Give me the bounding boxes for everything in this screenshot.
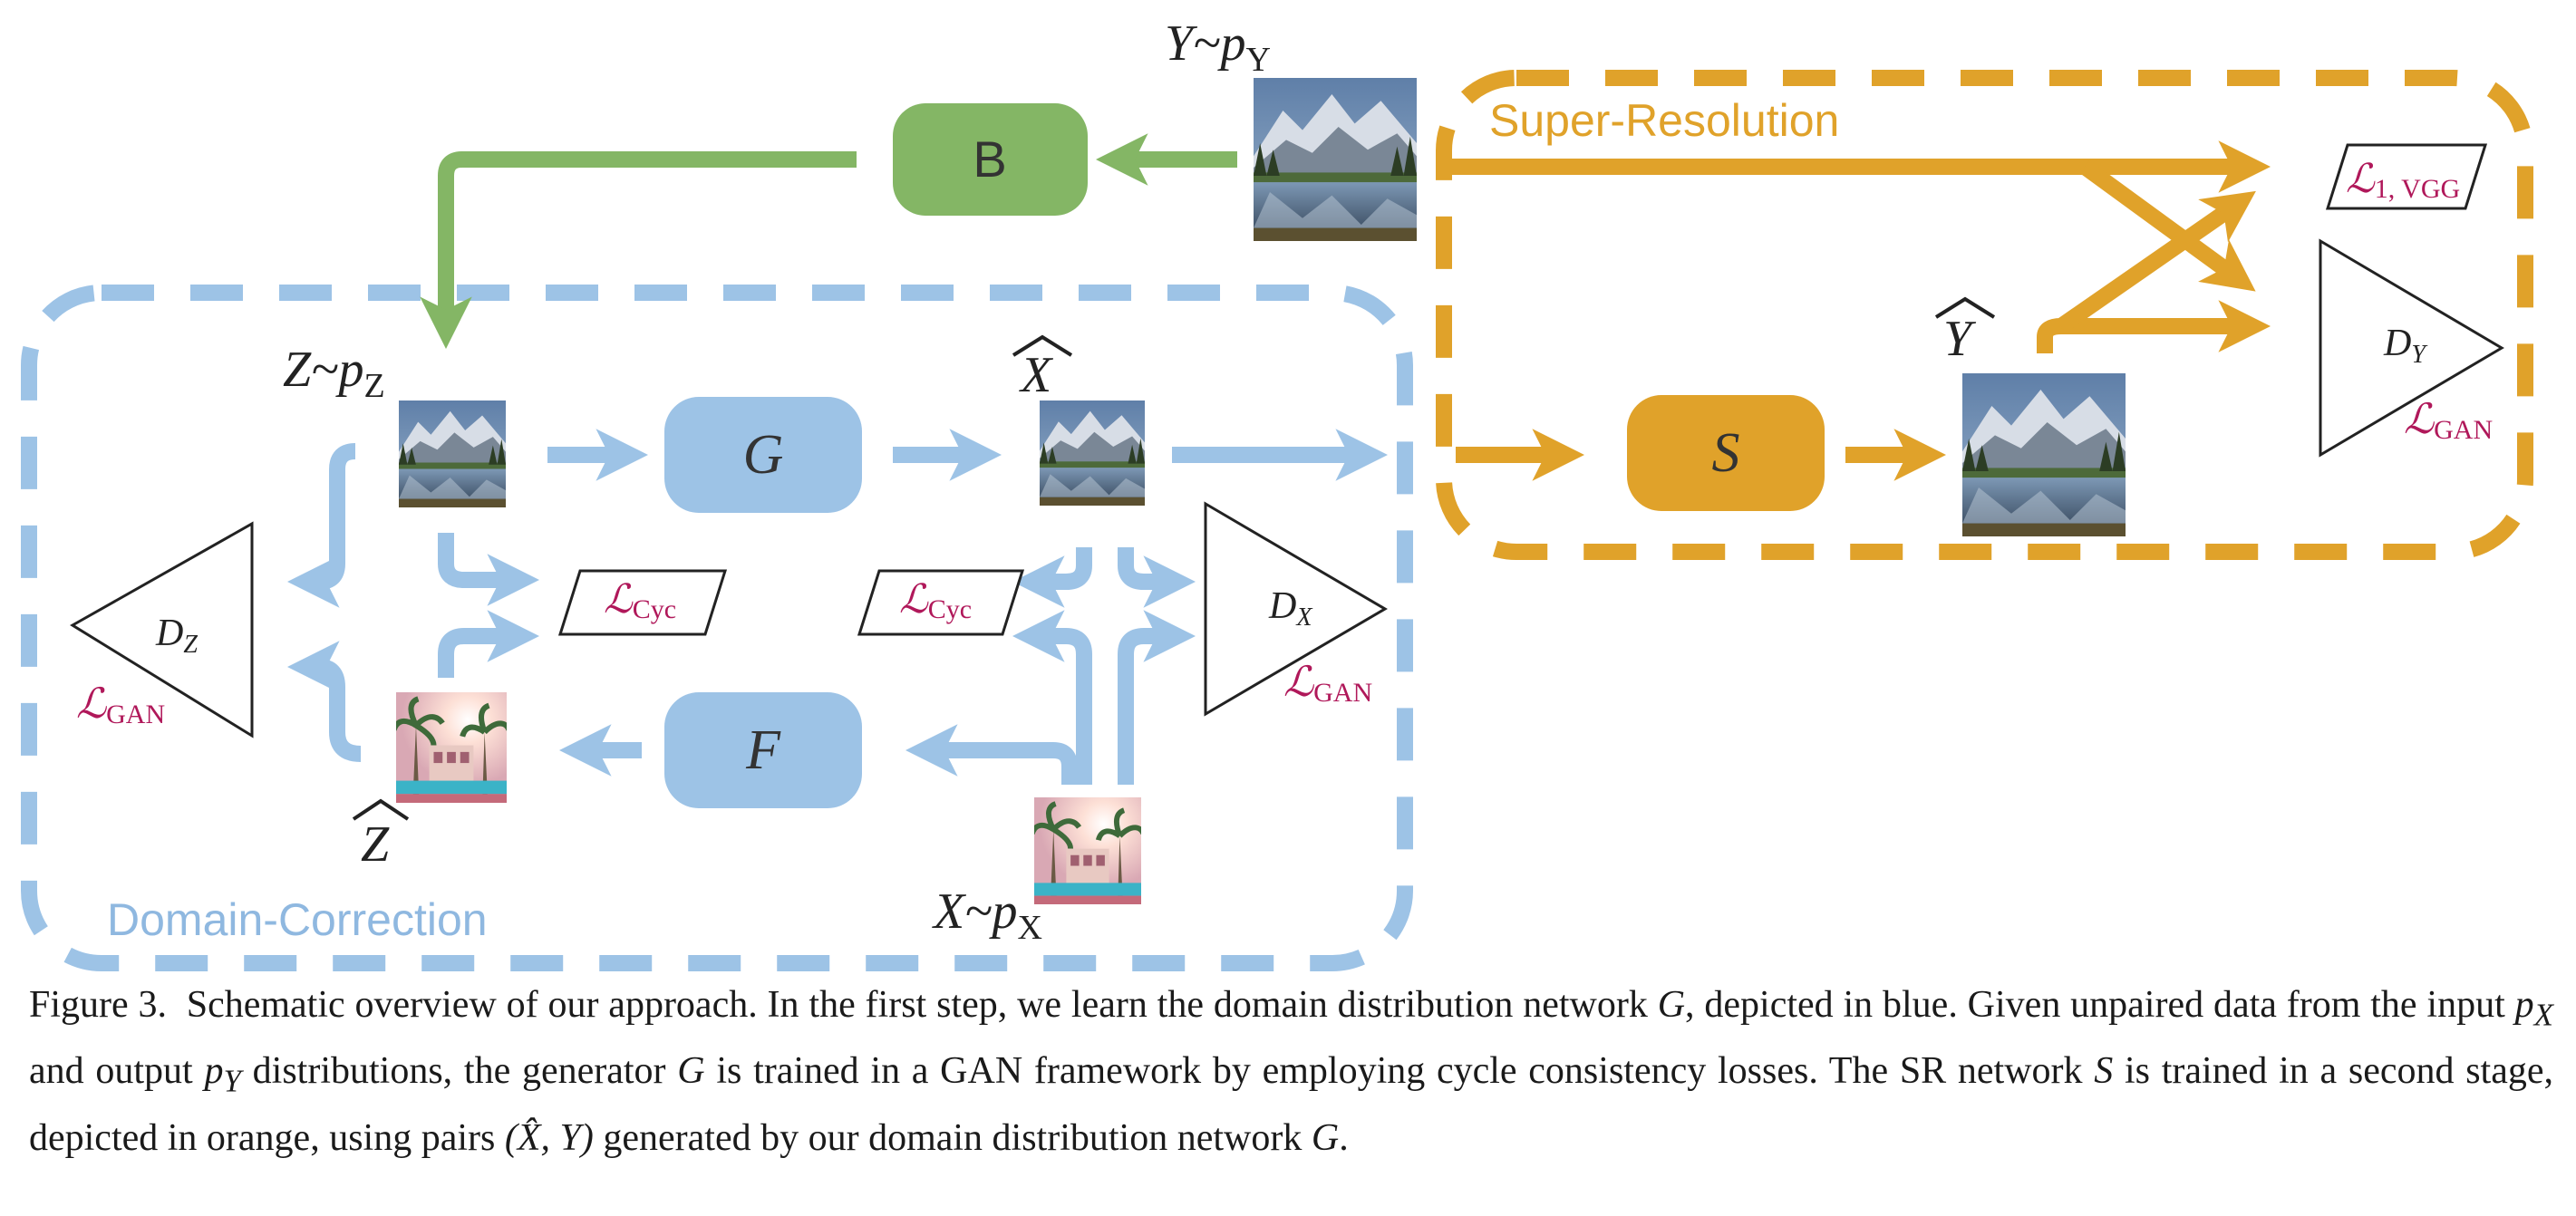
discriminator-dy — [2319, 238, 2504, 458]
arrow-y-to-dy — [2079, 159, 2256, 292]
image-z — [399, 401, 506, 507]
domain-correction-label: Domain-Correction — [107, 894, 488, 945]
loss-cyc-left: ℒCyc — [604, 577, 676, 624]
loss-gan-dx: ℒGAN — [1283, 659, 1372, 708]
arrow-z-to-dz — [286, 443, 356, 608]
caption-math-x-sub: X — [2533, 997, 2553, 1033]
caption-math-p2: p — [204, 1050, 224, 1093]
discriminator-dx — [1204, 501, 1388, 717]
arrow-xhat-to-dx — [1118, 547, 1196, 608]
label-x-hat: X — [1019, 347, 1054, 403]
caption-math-y-sub: Y — [223, 1063, 241, 1099]
loss-cyc-right: ℒCyc — [899, 577, 972, 624]
caption-label: Figure 3. — [29, 984, 168, 1026]
generator-f-label: F — [745, 719, 781, 781]
caption-part-0: Schematic overview of our approach. In t… — [186, 984, 1658, 1026]
caption-math-s: S — [2094, 1050, 2114, 1093]
arrow-zhat-to-cyc-left — [438, 610, 540, 678]
caption-part-16: . — [1339, 1116, 1349, 1159]
image-x — [1032, 797, 1144, 904]
arrow-x-to-dx — [1118, 610, 1196, 785]
domain-correction-region — [21, 285, 1413, 971]
label-y-hat: Y — [1943, 311, 1977, 367]
blur-block-label: B — [973, 130, 1006, 188]
label-x-sample: X~pX — [932, 883, 1042, 947]
arrow-xhat-to-cyc-right — [1012, 547, 1092, 608]
diagram-canvas: Domain-Correction Super-Resolution B G F… — [21, 15, 2533, 971]
super-resolution-label: Super-Resolution — [1489, 95, 1839, 146]
image-y — [1254, 78, 1417, 241]
discriminator-dz-label: DZ — [155, 613, 198, 659]
discriminator-dz — [70, 521, 254, 738]
loss-gan-dy: ℒGAN — [2404, 396, 2493, 445]
image-x-hat — [1040, 401, 1145, 506]
arrow-b-to-z — [420, 151, 857, 350]
loss-l1-vgg: ℒ1, VGG — [2346, 157, 2460, 204]
hat-x-hat — [1012, 334, 1073, 357]
caption-math-p1: p — [2514, 984, 2534, 1026]
image-z-hat — [394, 692, 509, 803]
hat-y-hat — [1934, 296, 1996, 319]
arrow-zhat-to-dz — [286, 641, 362, 762]
arrow-x-to-cyc-right — [1012, 610, 1092, 785]
label-y-sample: Y~pY — [1165, 15, 1271, 79]
caption-math-g1: G — [1657, 984, 1686, 1026]
caption-part-2: , depicted in blue. Given unpaired data … — [1685, 984, 2515, 1026]
image-y-hat — [1962, 373, 2126, 536]
super-res-label: S — [1712, 422, 1740, 484]
arrow-yhat-to-dy — [2037, 300, 2271, 353]
caption-part-5: and output — [29, 1050, 205, 1093]
caption-part-10: is trained in a GAN framework by employi… — [704, 1050, 2095, 1093]
caption-part-8: distributions, the generator — [240, 1050, 678, 1093]
caption-math-g3: G — [1311, 1116, 1340, 1159]
hat-z-hat — [352, 798, 410, 821]
label-z-hat: Z — [361, 816, 390, 873]
loss-cyc-left-box — [557, 569, 728, 636]
caption-part-14: generated by our domain distribution net… — [593, 1116, 1312, 1159]
arrow-yhat-to-l1vgg — [2056, 190, 2256, 333]
loss-l1-vgg-box — [2325, 143, 2488, 210]
arrow-x-to-f — [905, 724, 1078, 785]
figure-caption: Figure 3. Schematic overview of our appr… — [29, 977, 2553, 1166]
caption-math-g2: G — [677, 1050, 705, 1093]
blur-block — [893, 103, 1088, 216]
loss-gan-dz: ℒGAN — [76, 680, 165, 729]
generator-g-block — [664, 397, 862, 513]
super-resolution-region — [1436, 70, 2533, 560]
caption-part-12: is trained in a second stage, depicted i… — [29, 1050, 2554, 1159]
generator-g-label: G — [743, 424, 784, 486]
loss-cyc-right-box — [857, 569, 1025, 636]
caption-math-pair: (X̂, Y) — [504, 1116, 594, 1159]
discriminator-dy-label: DY — [2383, 323, 2428, 369]
label-z-sample: Z~pZ — [283, 342, 385, 405]
arrow-z-to-cyc-left — [438, 533, 540, 606]
discriminator-dx-label: DX — [1268, 585, 1312, 632]
super-res-block — [1627, 395, 1825, 511]
generator-f-block — [664, 692, 862, 808]
